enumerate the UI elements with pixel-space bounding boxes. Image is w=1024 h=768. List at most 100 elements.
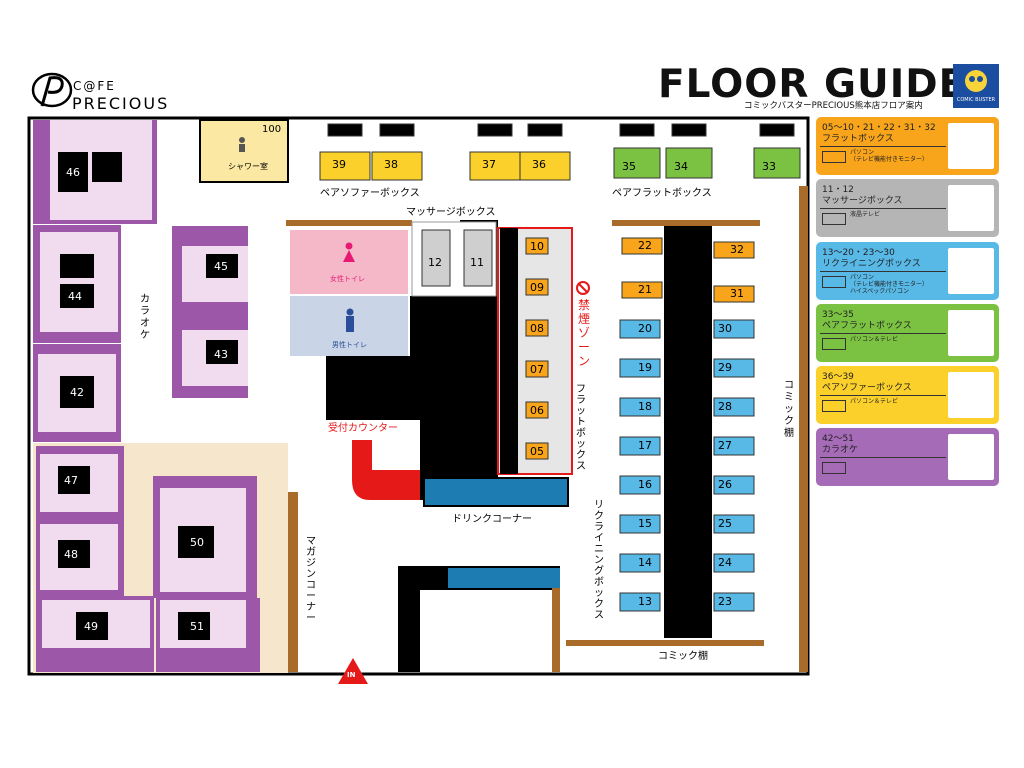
desk-icon	[822, 400, 846, 412]
reclining-box-number[interactable]: 24	[718, 556, 732, 569]
reclining-seat	[619, 397, 661, 417]
pair-sofa-monitor	[327, 123, 363, 137]
pair-sofa-number[interactable]: 39	[332, 158, 346, 171]
karaoke-room-number[interactable]: 49	[84, 620, 98, 633]
karaoke-room-number[interactable]: 50	[190, 536, 204, 549]
legend-desc: 液晶テレビ	[850, 211, 881, 218]
flat-seat	[525, 237, 549, 255]
legend-range: 05〜10・21・22・31・32	[822, 123, 936, 133]
reclining-chair-photo	[948, 248, 994, 294]
shower-label: シャワー室	[228, 162, 268, 171]
flat-box-number[interactable]: 09	[530, 281, 544, 294]
karaoke-room-number[interactable]: 48	[64, 548, 78, 561]
flat-box-label: フラットボックス	[576, 384, 586, 472]
karaoke-room-number[interactable]: 47	[64, 474, 78, 487]
reclining-box-number[interactable]: 23	[718, 595, 732, 608]
comic-shelf-right	[799, 186, 808, 672]
corridor-block	[326, 220, 498, 500]
massage-label: マッサージボックス	[406, 207, 496, 218]
reclining-box-number[interactable]: 26	[718, 478, 732, 491]
legend-divider	[820, 457, 946, 458]
reclining-box-number[interactable]: 16	[638, 478, 652, 491]
karaoke-room-number[interactable]: 43	[214, 348, 228, 361]
flat-box-number[interactable]: 05	[530, 445, 544, 458]
pair-flat-seat-photo	[948, 310, 994, 356]
reclining-seat	[713, 475, 755, 495]
flat-seat	[525, 401, 549, 419]
karaoke-room-number[interactable]: 42	[70, 386, 84, 399]
pair-flat-number[interactable]: 35	[622, 160, 636, 173]
entrance-label[interactable]: IN	[347, 671, 356, 679]
legend-range: 36〜39	[822, 372, 854, 382]
desk-icon	[822, 462, 846, 474]
pair-flat-seat	[665, 147, 713, 179]
pair-flat-seat	[753, 147, 801, 179]
massage-number[interactable]: 11	[470, 256, 484, 269]
male-icon	[343, 308, 357, 334]
pair-flat-number[interactable]: 33	[762, 160, 776, 173]
legend-desc: パソコン＆テレビ	[850, 336, 899, 343]
reclining-box-number[interactable]: 18	[638, 400, 652, 413]
flat-box-number[interactable]: 06	[530, 404, 544, 417]
reclining-box-number[interactable]: 30	[718, 322, 732, 335]
reclining-label: リクライニングボックス	[594, 500, 604, 621]
flat-box-number[interactable]: 07	[530, 363, 544, 376]
reclining-box-number[interactable]: 29	[718, 361, 732, 374]
pair-sofa-label: ペアソファーボックス	[320, 188, 420, 199]
pair-flat-number[interactable]: 34	[674, 160, 688, 173]
flat-box-number[interactable]: 21	[638, 283, 652, 296]
pair-sofa-number[interactable]: 38	[384, 158, 398, 171]
legend-divider	[820, 395, 946, 396]
flat-box-number[interactable]: 10	[530, 240, 544, 253]
karaoke-room-number[interactable]: 46	[66, 166, 80, 179]
comic-buster-label: COMIC BUSTER	[956, 97, 996, 103]
legend-name: フラットボックス	[822, 134, 894, 144]
karaoke-room-number[interactable]: 51	[190, 620, 204, 633]
flat-box-number[interactable]: 32	[730, 243, 744, 256]
reclining-box-number[interactable]: 19	[638, 361, 652, 374]
karaoke-room-number[interactable]: 45	[214, 260, 228, 273]
shower-icon	[234, 136, 250, 156]
massage-number[interactable]: 12	[428, 256, 442, 269]
karaoke-room-number[interactable]: 44	[68, 290, 82, 303]
reclining-box-number[interactable]: 14	[638, 556, 652, 569]
flat-box-number[interactable]: 08	[530, 322, 544, 335]
reclining-seat	[713, 358, 755, 378]
reclining-box-number[interactable]: 17	[638, 439, 652, 452]
flat-box-number[interactable]: 31	[730, 287, 744, 300]
pair-sofa-seat	[319, 151, 371, 181]
brand-line2: PRECIOUS	[72, 94, 170, 113]
magazine-shelf	[288, 492, 298, 672]
flat-seat	[621, 281, 663, 299]
reclining-seat	[713, 514, 755, 534]
reclining-box-number[interactable]: 25	[718, 517, 732, 530]
womens-toilet-label: 女性トイレ	[330, 275, 365, 283]
reclining-divider	[664, 226, 712, 638]
reclining-box-number[interactable]: 20	[638, 322, 652, 335]
legend-divider	[820, 271, 946, 272]
reclining-seat	[619, 319, 661, 339]
pair-sofa-photo	[948, 372, 994, 418]
pair-sofa-monitor	[527, 123, 563, 137]
reclining-box-number[interactable]: 27	[718, 439, 732, 452]
reclining-seat	[619, 358, 661, 378]
pair-sofa-number[interactable]: 37	[482, 158, 496, 171]
reclining-box-number[interactable]: 15	[638, 517, 652, 530]
karaoke-mic-photo	[948, 434, 994, 480]
drink-corner-label: ドリンクコーナー	[452, 514, 532, 525]
pair-flat-monitor	[619, 123, 655, 137]
flat-seat	[525, 278, 549, 296]
reclining-box-number[interactable]: 28	[718, 400, 732, 413]
reclining-seat	[713, 553, 755, 573]
pair-sofa-number[interactable]: 36	[532, 158, 546, 171]
reclining-seat	[619, 553, 661, 573]
reclining-box-number[interactable]: 13	[638, 595, 652, 608]
legend-name: マッサージボックス	[822, 196, 903, 206]
legend-range: 11・12	[822, 185, 854, 195]
reclining-seat	[619, 592, 661, 612]
flat-box-number[interactable]: 22	[638, 239, 652, 252]
legend-range: 42〜51	[822, 434, 854, 444]
